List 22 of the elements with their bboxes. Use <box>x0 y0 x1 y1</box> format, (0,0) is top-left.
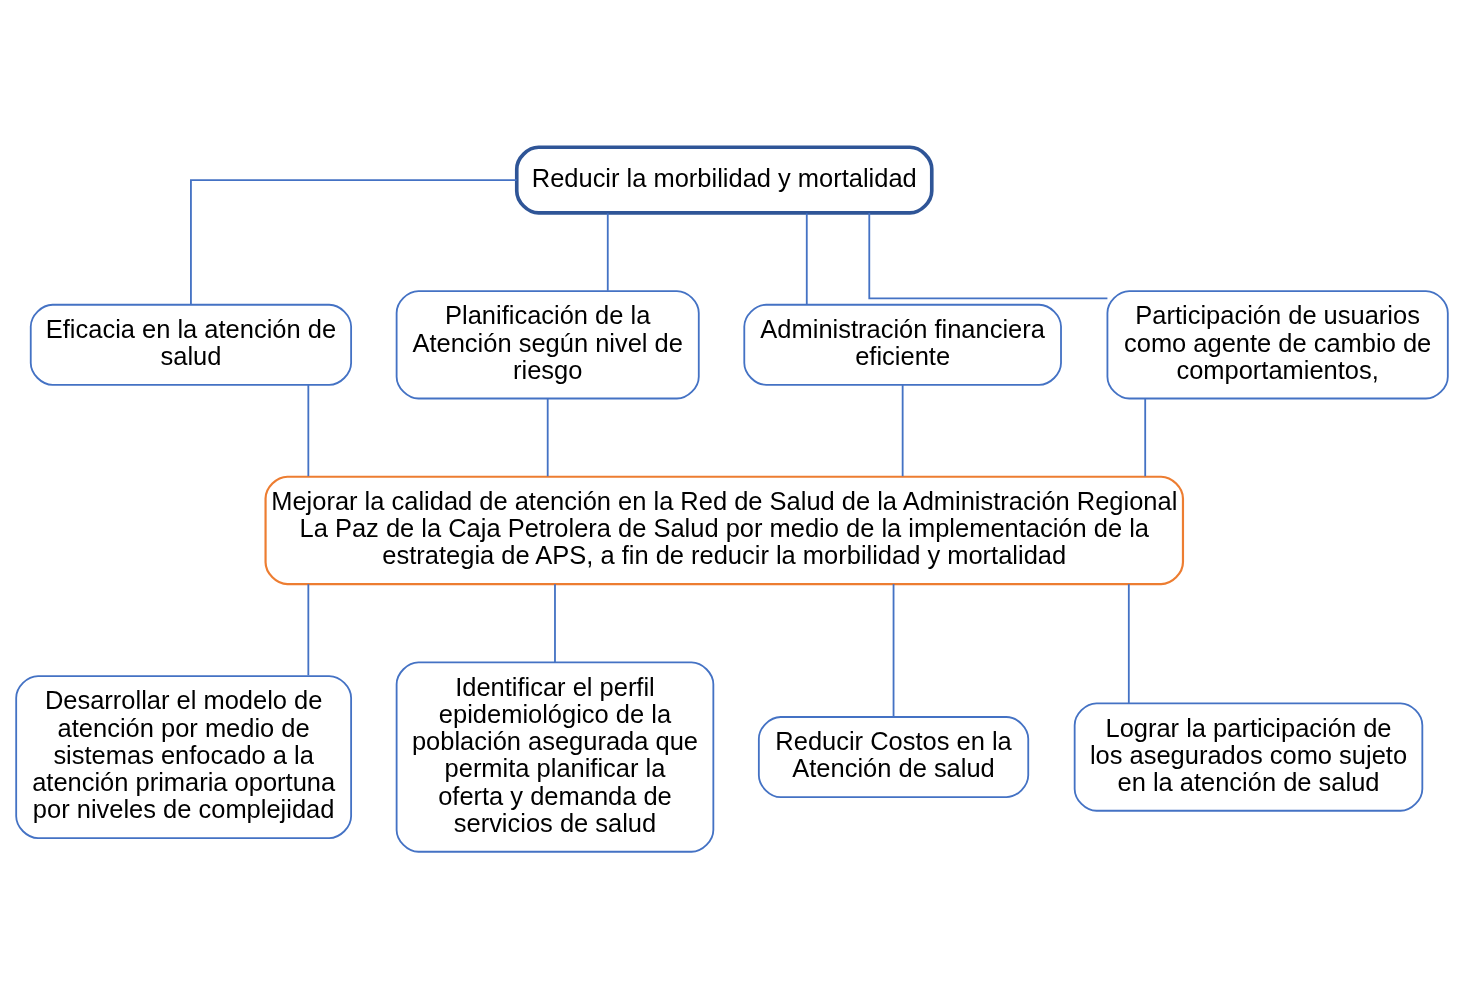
connector <box>307 384 310 478</box>
node-box: Lograr la participación de los asegurados como sujeto en la atención de salud <box>1073 702 1424 812</box>
connector <box>554 583 556 663</box>
connector <box>1144 397 1147 478</box>
node-box: Administración financiera eficiente <box>743 303 1062 386</box>
node-box: Reducir Costos en la Atención de salud <box>757 716 1030 798</box>
connector <box>901 384 904 478</box>
connector <box>1127 583 1130 704</box>
connector <box>307 583 310 677</box>
node-box: Reducir la morbilidad y mortalidad <box>514 145 934 215</box>
connector <box>805 212 808 306</box>
node-box: Participación de usuarios como agente de cambio de comportamientos, <box>1106 290 1449 400</box>
node-box: Desarrollar el modelo de atención por medio de sistemas enfocado a la atención primaria oportuna por niveles de complejidad <box>15 675 353 839</box>
connector <box>606 212 609 292</box>
connector <box>892 583 895 718</box>
node-box: Identificar el perfil epidemiológico de la población asegurada que permita planificar la oferta y demanda de servicios de salud <box>395 661 715 853</box>
connector <box>190 179 518 305</box>
node-box: Mejorar la calidad de atención en la Red de Salud de la Administración Regional La Paz de la Caja Petrolera de Salud por medio de la implementación de la estrategia de APS, a fin de reducir la morbilidad y mortalidad <box>264 475 1185 586</box>
node-box: Eficacia en la atención de salud <box>29 303 353 386</box>
connector <box>868 212 1109 300</box>
connector <box>546 397 549 478</box>
node-box: Planificación de la Atención según nivel de riesgo <box>395 290 700 400</box>
